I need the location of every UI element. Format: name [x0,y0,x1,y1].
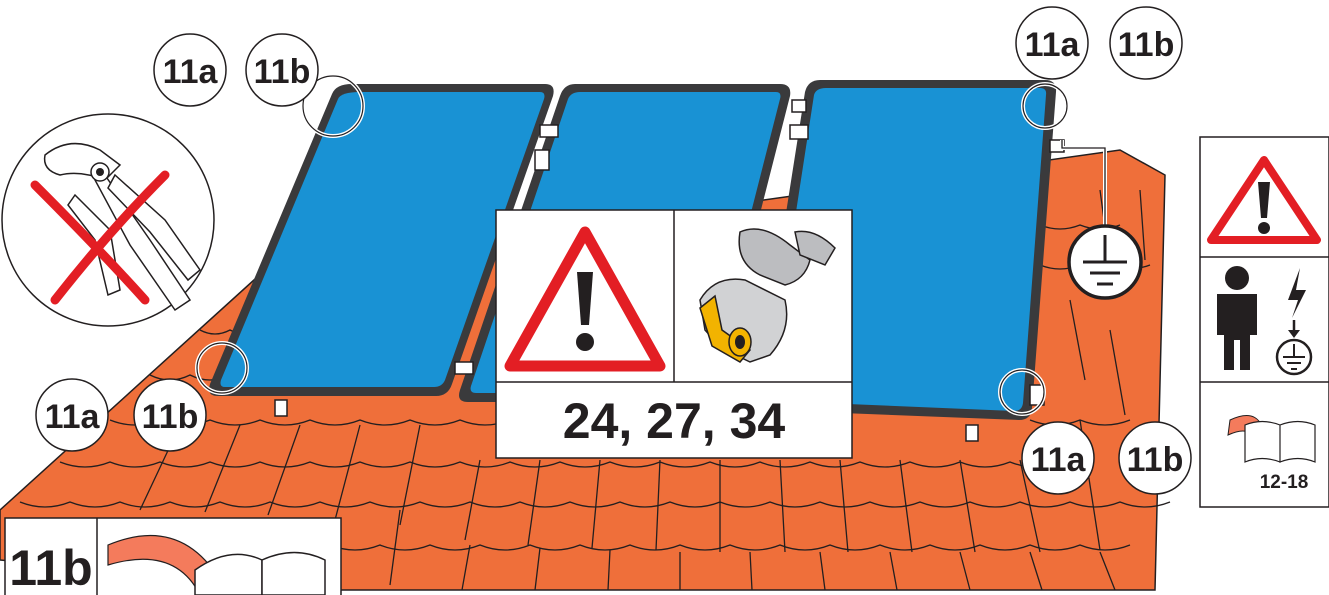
label-11a-top-right: 11a [1016,7,1088,79]
safety-side-panel: 12-18 [1200,137,1329,507]
label-11a-top-left: 11a [154,34,226,106]
warning-callout-box: 24, 27, 34 [496,210,852,458]
label-11b-top-right: 11b [1110,7,1182,79]
label-11b-bottom-left: 11b [134,379,206,451]
label-11a-bottom-left: 11a [36,379,108,451]
svg-text:11b: 11b [1118,26,1175,64]
bottom-manual-reference-box: 11b [5,518,341,595]
page-references-text: 24, 27, 34 [563,393,786,449]
svg-text:11a: 11a [1031,441,1087,479]
label-11b-bottom-right: 11b [1119,422,1191,494]
svg-text:11a: 11a [1025,26,1081,64]
label-11a-bottom-right: 11a [1022,422,1094,494]
svg-text:11a: 11a [163,53,219,91]
prohibited-pliers-icon [2,114,214,326]
svg-text:11a: 11a [45,398,101,436]
bottom-box-label: 11b [9,540,92,595]
svg-text:11b: 11b [254,53,311,91]
svg-text:11b: 11b [1127,441,1184,479]
svg-text:11b: 11b [142,398,199,436]
manual-pages-text: 12-18 [1260,472,1309,493]
label-11b-top-left: 11b [246,34,318,106]
